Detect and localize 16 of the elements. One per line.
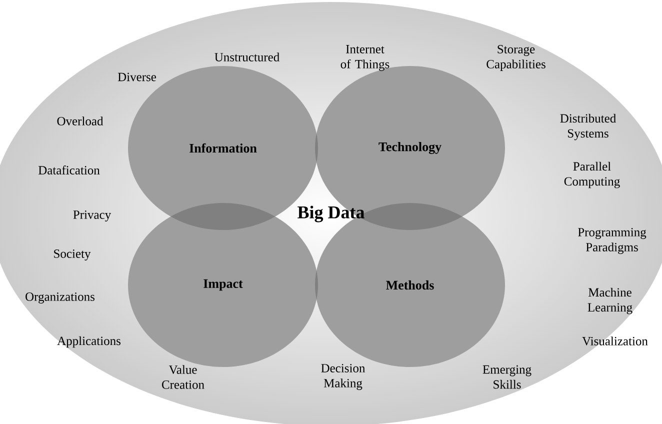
node-label: Methods — [386, 280, 434, 290]
term-label: Programming Paradigms — [578, 228, 646, 254]
term-label: Parallel Computing — [564, 162, 620, 188]
term-label: Distributed Systems — [560, 114, 616, 140]
term-label: Visualization — [582, 336, 648, 346]
node-label: Impact — [204, 279, 243, 291]
term-label: Datafication — [38, 166, 100, 174]
term-label: Emerging Skills — [482, 365, 532, 389]
term-label: Privacy — [73, 210, 112, 222]
term-label: Unstructured — [214, 52, 280, 62]
term-label: Society — [54, 250, 91, 260]
term-label: Decision Making — [321, 364, 366, 390]
term-label: Overload — [57, 116, 104, 126]
term-label: Organizations — [26, 292, 94, 304]
term-label: Value Creation — [162, 365, 204, 389]
term-label: Machine Learning — [588, 288, 632, 314]
